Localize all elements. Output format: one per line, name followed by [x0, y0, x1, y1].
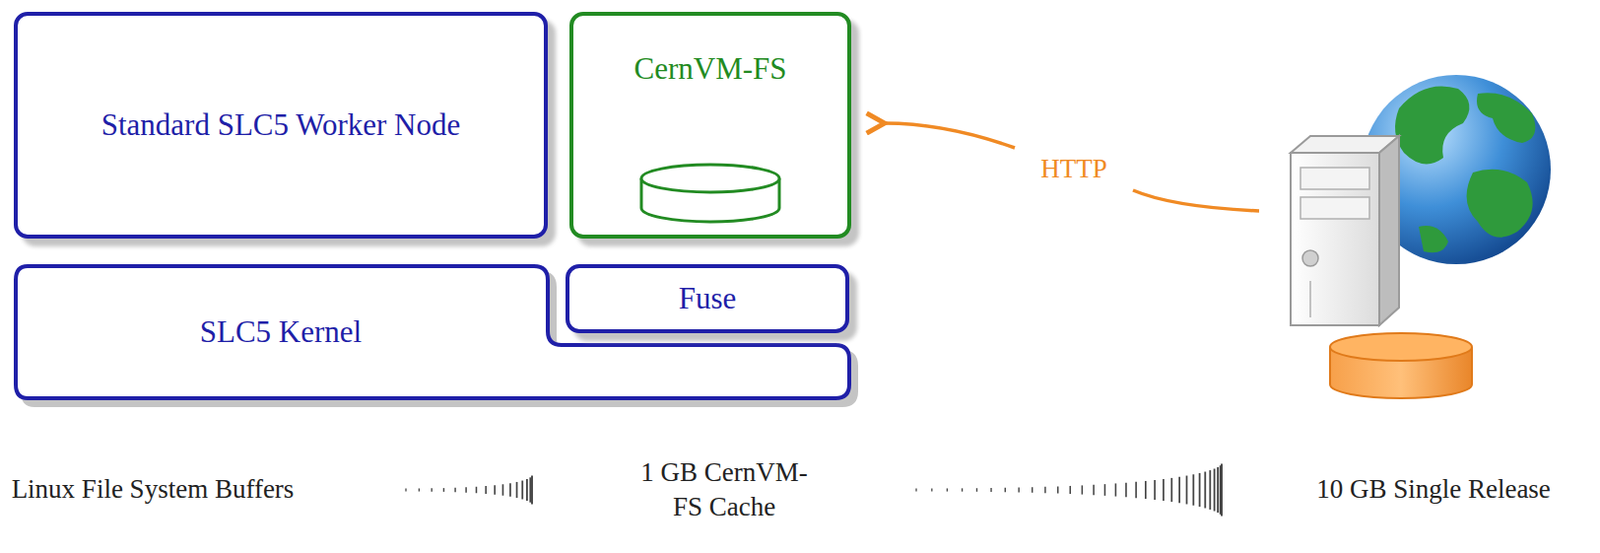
repository-cylinder — [1330, 333, 1472, 399]
node-label: CernVM-FS — [573, 49, 848, 89]
cernvmfs-box: CernVM-FS — [569, 11, 852, 239]
release-tier-label: 10 GB Single Release — [1305, 471, 1562, 507]
text-holder: CernVM-FS — [573, 49, 848, 89]
cache-cylinder — [573, 15, 856, 243]
text-holder: Fuse — [569, 278, 846, 319]
node-label: Standard SLC5 Worker Node — [17, 105, 544, 145]
http-arrow — [884, 123, 1260, 211]
node-label: Fuse — [569, 278, 846, 319]
cache-tier-label: 1 GB CernVM-FS Cache — [596, 455, 853, 525]
gradient-ticks — [405, 464, 1222, 517]
text-holder: Standard SLC5 Worker Node — [17, 105, 544, 145]
server-icon — [1290, 135, 1400, 326]
worker-node-box: Standard SLC5 Worker Node — [13, 11, 548, 239]
fuse-box: Fuse — [565, 264, 850, 334]
memory-tier-label: Linux File System Buffers — [4, 471, 301, 507]
protocol-label: HTTP — [1034, 151, 1114, 187]
node-label: SLC5 Kernel — [13, 312, 548, 352]
text-holder: SLC5 Kernel — [13, 312, 548, 352]
